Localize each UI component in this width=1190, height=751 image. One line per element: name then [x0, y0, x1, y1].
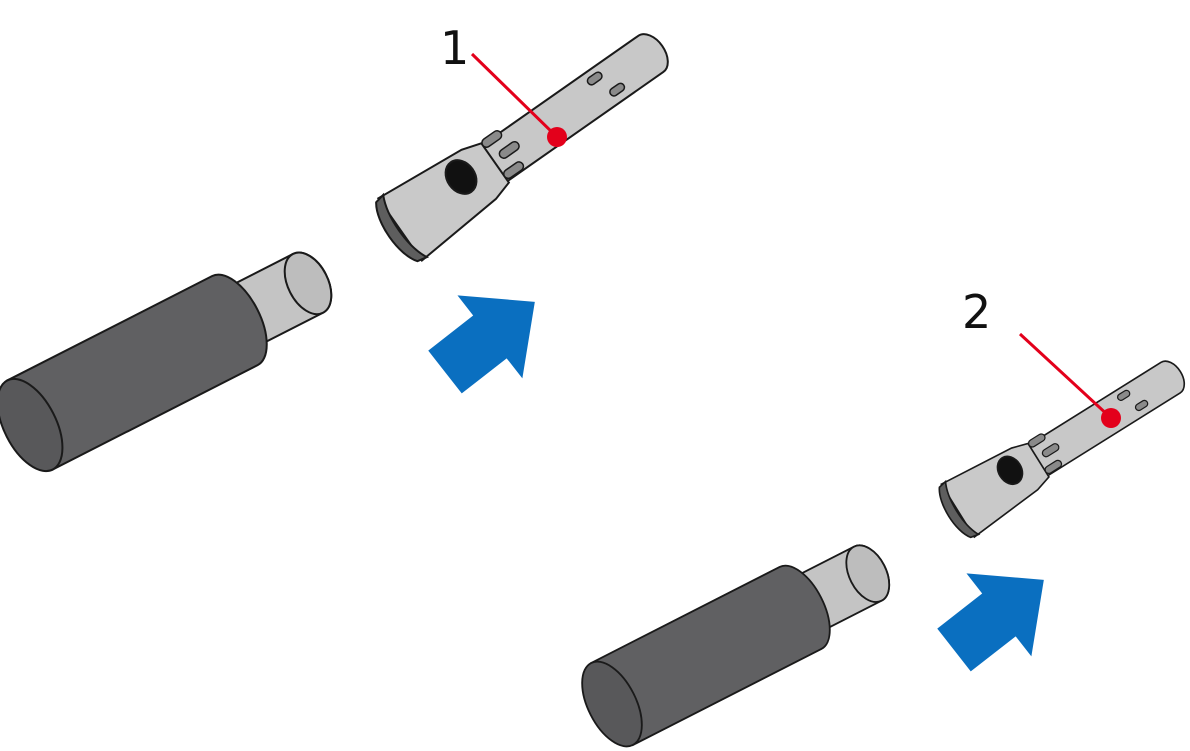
- cable-2: [568, 523, 906, 751]
- callout-2: 2: [962, 285, 1121, 428]
- callout-1: 1: [440, 21, 567, 147]
- insert-direction-arrow-icon: [921, 538, 1077, 692]
- assembly-1: 1: [0, 13, 686, 483]
- assembly-2: 2: [568, 285, 1190, 751]
- insert-direction-arrow-icon: [412, 260, 568, 414]
- callout-label-1: 1: [440, 21, 469, 75]
- crimp-contact-2: [931, 344, 1190, 544]
- cable-1: [0, 228, 350, 483]
- crimp-contact-1: [366, 13, 686, 270]
- callout-label-2: 2: [962, 285, 991, 339]
